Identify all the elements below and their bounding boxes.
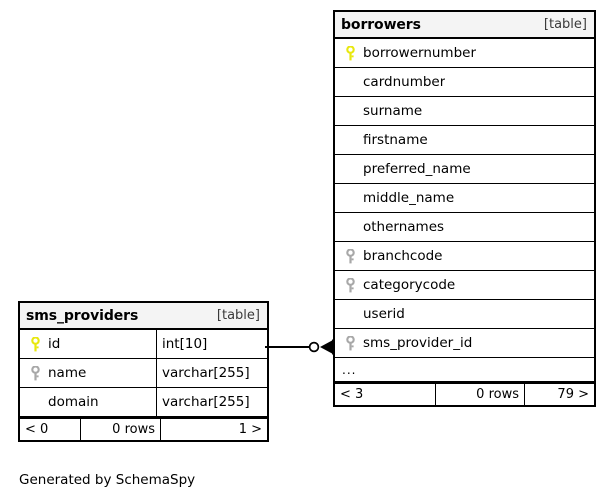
column-cell: categorycode — [335, 271, 594, 299]
table-type-tag: [table] — [216, 308, 260, 323]
table-row[interactable]: cardnumber — [335, 68, 594, 97]
more-columns-label: ... — [342, 362, 357, 377]
column-name: firstname — [363, 132, 428, 148]
foreign-key-icon — [341, 277, 359, 293]
row-count: 0 rows — [435, 384, 524, 405]
parent-relations-count[interactable]: < 0 — [25, 422, 49, 437]
column-type: varchar[255] — [156, 359, 267, 387]
column-cell: othernames — [335, 213, 594, 241]
foreign-key-icon — [341, 335, 359, 351]
table-borrowers[interactable]: borrowers [table] borrowernumber cardnum… — [333, 10, 596, 407]
table-row[interactable]: othernames — [335, 213, 594, 242]
table-header-sms-providers: sms_providers [table] — [20, 303, 267, 330]
column-cell: sms_provider_id — [335, 329, 594, 357]
column-name: name — [48, 365, 87, 381]
foreign-key-icon — [26, 365, 44, 381]
column-name: branchcode — [363, 248, 443, 264]
table-row[interactable]: categorycode — [335, 271, 594, 300]
table-row[interactable]: sms_provider_id — [335, 329, 594, 358]
column-cell: domain — [20, 388, 156, 416]
column-cell: firstname — [335, 126, 594, 154]
generated-by-caption: Generated by SchemaSpy — [19, 472, 196, 488]
column-cell: id — [20, 330, 156, 358]
column-name: cardnumber — [363, 74, 446, 90]
table-title: sms_providers — [26, 307, 139, 324]
child-relations-count[interactable]: 1 > — [160, 419, 267, 440]
table-row[interactable]: id int[10] — [20, 330, 267, 359]
column-name: sms_provider_id — [363, 335, 473, 351]
child-relations-count[interactable]: 79 > — [524, 384, 594, 405]
column-cell: surname — [335, 97, 594, 125]
table-footer-sms-providers: < 0 0 rows 1 > — [20, 417, 267, 440]
relationship-connector[interactable] — [265, 336, 337, 358]
table-row[interactable]: surname — [335, 97, 594, 126]
column-type: int[10] — [156, 330, 267, 358]
table-title: borrowers — [341, 16, 421, 33]
column-cell: userid — [335, 300, 594, 328]
column-name: othernames — [363, 219, 445, 235]
parent-relations-count[interactable]: < 3 — [340, 387, 364, 402]
table-row[interactable]: borrowernumber — [335, 39, 594, 68]
table-row[interactable]: preferred_name — [335, 155, 594, 184]
column-cell: cardnumber — [335, 68, 594, 96]
primary-key-icon — [341, 45, 359, 61]
table-row[interactable]: name varchar[255] — [20, 359, 267, 388]
column-cell: branchcode — [335, 242, 594, 270]
table-footer-borrowers: < 3 0 rows 79 > — [335, 382, 594, 405]
table-header-borrowers: borrowers [table] — [335, 12, 594, 39]
table-row[interactable]: branchcode — [335, 242, 594, 271]
column-cell: name — [20, 359, 156, 387]
foreign-key-icon — [341, 248, 359, 264]
table-row[interactable]: domain varchar[255] — [20, 388, 267, 417]
column-name: borrowernumber — [363, 45, 477, 61]
column-name: id — [48, 336, 61, 352]
column-cell: preferred_name — [335, 155, 594, 183]
more-columns-indicator: ... — [335, 358, 594, 382]
table-row[interactable]: middle_name — [335, 184, 594, 213]
column-cell: middle_name — [335, 184, 594, 212]
column-name: preferred_name — [363, 161, 471, 177]
column-name: userid — [363, 306, 405, 322]
column-name: middle_name — [363, 190, 455, 206]
column-name: surname — [363, 103, 423, 119]
table-row[interactable]: userid — [335, 300, 594, 329]
table-type-tag: [table] — [543, 17, 587, 32]
column-type: varchar[255] — [156, 388, 267, 416]
table-sms-providers[interactable]: sms_providers [table] id int[10] — [18, 301, 269, 442]
column-name: categorycode — [363, 277, 456, 293]
column-name: domain — [48, 394, 99, 410]
row-count: 0 rows — [80, 419, 160, 440]
primary-key-icon — [26, 336, 44, 352]
column-cell: borrowernumber — [335, 39, 594, 67]
table-row[interactable]: firstname — [335, 126, 594, 155]
